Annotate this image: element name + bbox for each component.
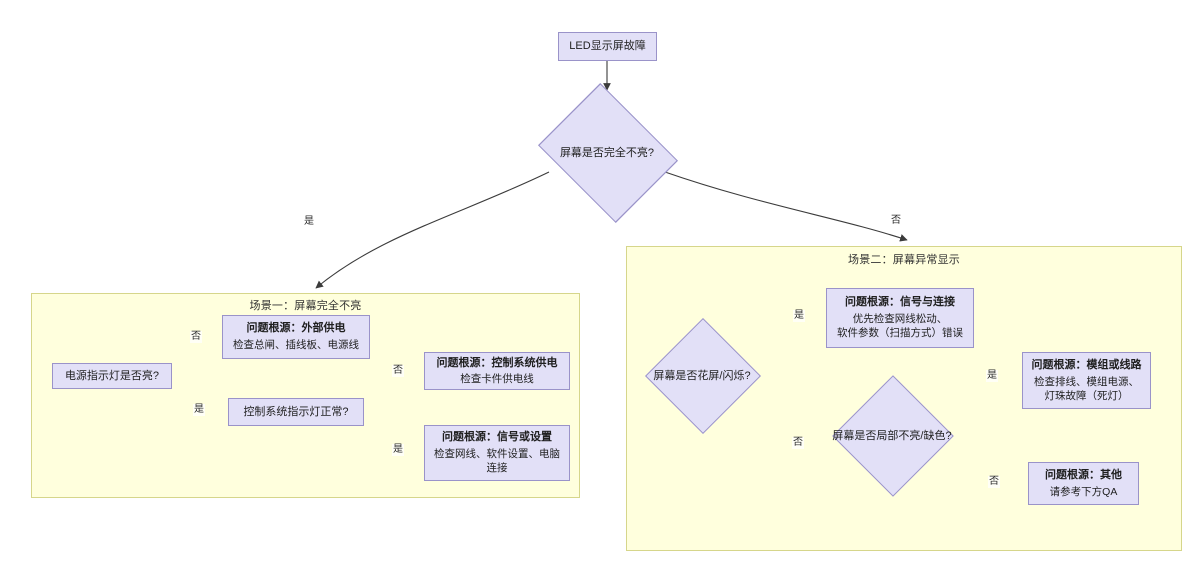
- outcome-external-power-desc: 检查总闸、插线板、电源线: [233, 339, 359, 352]
- outcome-module-circuit-desc: 检查排线、模组电源、 灯珠故障（死灯）: [1034, 375, 1139, 402]
- edge-label-root-yes: 是: [303, 216, 315, 228]
- container-scenario-one-title: 场景一：屏幕完全不亮: [249, 300, 362, 312]
- edge-label-power-no: 否: [190, 331, 202, 343]
- decision-flicker[interactable]: 屏幕是否花屏/闪烁?: [645, 318, 761, 434]
- outcome-other-title: 问题根源：其他: [1045, 468, 1122, 481]
- outcome-external-power-title: 问题根源：外部供电: [246, 322, 346, 335]
- outcome-module-circuit[interactable]: 问题根源：模组或线路 检查排线、模组电源、 灯珠故障（死灯）: [1022, 352, 1151, 409]
- decision-flicker-label: 屏幕是否花屏/闪烁?: [653, 370, 751, 382]
- decision-control-indicator-label: 控制系统指示灯正常?: [243, 405, 349, 418]
- outcome-signal-connection[interactable]: 问题根源：信号与连接 优先检查网线松动、 软件参数（扫描方式）错误: [826, 288, 974, 348]
- edge-label-flicker-yes: 是: [793, 310, 805, 322]
- edge-label-power-yes: 是: [193, 404, 205, 416]
- outcome-signal-setting-title: 问题根源：信号或设置: [442, 431, 552, 444]
- outcome-external-power[interactable]: 问题根源：外部供电 检查总闸、插线板、电源线: [222, 315, 370, 359]
- edge-decision-no: [664, 171, 908, 242]
- outcome-control-power-desc: 检查卡件供电线: [460, 373, 534, 386]
- outcome-module-circuit-title: 问题根源：模组或线路: [1031, 358, 1142, 371]
- outcome-signal-connection-desc: 优先检查网线松动、 软件参数（扫描方式）错误: [837, 313, 963, 340]
- decision-partial-dark[interactable]: 屏幕是否局部不亮/缺色?: [832, 375, 954, 497]
- outcome-signal-connection-title: 问题根源：信号与连接: [845, 296, 955, 309]
- decision-screen-fully-dark-label: 屏幕是否完全不亮?: [559, 147, 655, 159]
- outcome-other[interactable]: 问题根源：其他 请参考下方QA: [1028, 462, 1139, 505]
- edge-label-ctrl-no: 否: [392, 365, 404, 377]
- edge-decision-yes: [315, 171, 550, 289]
- container-scenario-two-title: 场景二：屏幕异常显示: [848, 254, 960, 266]
- outcome-signal-setting[interactable]: 问题根源：信号或设置 检查网线、软件设置、电脑 连接: [424, 425, 570, 481]
- node-root-fault-label: LED显示屏故障: [569, 40, 646, 53]
- edge-label-flicker-no: 否: [792, 437, 804, 449]
- outcome-control-power-title: 问题根源：控制系统供电: [436, 356, 558, 369]
- decision-partial-dark-label: 屏幕是否局部不亮/缺色?: [832, 430, 952, 442]
- edge-label-root-no: 否: [890, 215, 902, 227]
- outcome-other-desc: 请参考下方QA: [1049, 485, 1118, 498]
- decision-control-indicator[interactable]: 控制系统指示灯正常?: [228, 398, 364, 426]
- edge-label-partial-yes: 是: [986, 370, 998, 382]
- node-root-fault[interactable]: LED显示屏故障: [558, 32, 657, 61]
- outcome-control-power[interactable]: 问题根源：控制系统供电 检查卡件供电线: [424, 352, 570, 390]
- edge-label-ctrl-yes: 是: [392, 444, 404, 456]
- decision-power-indicator[interactable]: 电源指示灯是否亮?: [52, 363, 172, 389]
- outcome-signal-setting-desc: 检查网线、软件设置、电脑 连接: [434, 448, 560, 475]
- decision-screen-fully-dark[interactable]: 屏幕是否完全不亮?: [531, 82, 683, 224]
- decision-power-indicator-label: 电源指示灯是否亮?: [64, 369, 160, 382]
- edge-label-partial-no: 否: [988, 476, 1000, 488]
